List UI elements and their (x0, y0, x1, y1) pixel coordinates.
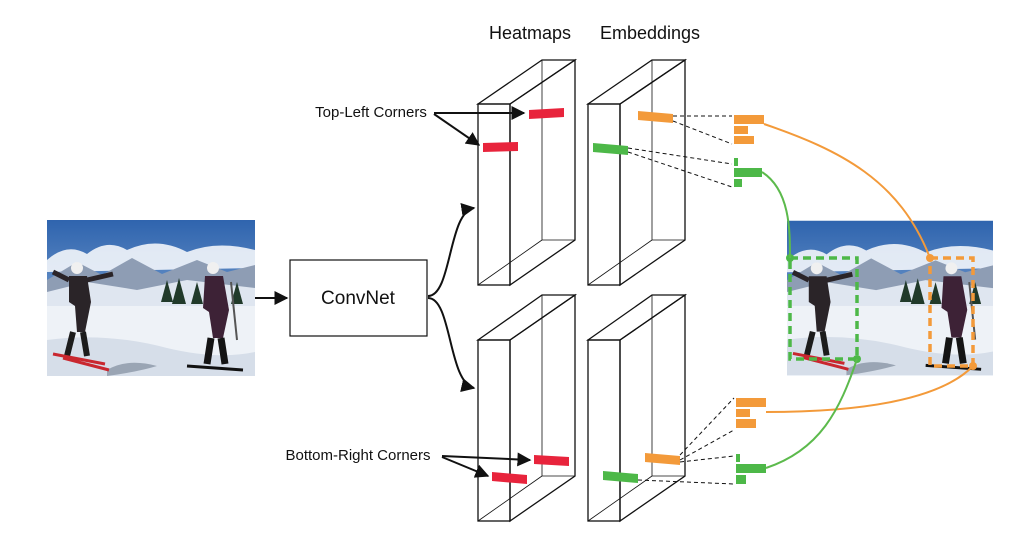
heatmap-mark (534, 455, 569, 466)
green-detection-box (788, 256, 859, 361)
input-image (47, 220, 255, 376)
arrow-bottom-right-2 (441, 456, 490, 478)
arrow-top-left-2 (433, 113, 481, 146)
heatmap-top-left-box (475, 58, 578, 287)
convnet-box (289, 259, 428, 337)
embedding-histogram-green-top (734, 158, 762, 187)
embedding-mark-green-top (593, 143, 628, 155)
arrow-to-bottom-heatmap (427, 297, 476, 392)
bottom-right-heatmap-marks (492, 455, 569, 484)
heatmap-bottom-right-box (475, 293, 578, 523)
embeddings-header: Embeddings (600, 23, 700, 43)
heatmap-mark (492, 472, 527, 484)
heatmaps-header: Heatmaps (489, 23, 571, 43)
projection-lines (627, 115, 735, 485)
embedding-histogram-orange-top (734, 115, 764, 144)
orange-group-curve-bottom (765, 365, 974, 413)
embedding-mark-green-bottom (603, 471, 638, 483)
embedding-histogram-green-bottom (736, 454, 766, 484)
bottom-right-corners-label: Bottom-Right Corners (285, 447, 430, 464)
embedding-top-left-box (585, 58, 688, 287)
heatmap-mark (483, 142, 518, 152)
orange-group-curve-top (763, 123, 931, 259)
embedding-bottom-right-box (585, 293, 688, 523)
top-left-corners-label: Top-Left Corners (315, 104, 427, 121)
orange-detection-box (928, 256, 975, 368)
heatmap-mark (529, 108, 564, 119)
top-left-heatmap-marks (483, 108, 564, 152)
embedding-mark-orange-top (638, 111, 673, 123)
embedding-histogram-orange-bottom (736, 398, 766, 428)
green-group-curve-bottom (765, 358, 858, 469)
arrow-bottom-right-1 (441, 452, 532, 467)
output-image (786, 221, 993, 376)
green-group-curve-top (761, 171, 791, 259)
arrow-to-top-heatmap (427, 203, 476, 297)
convnet-block: ConvNet (289, 259, 428, 337)
embedding-mark-orange-bottom (645, 453, 680, 465)
convnet-label: ConvNet (321, 288, 396, 309)
